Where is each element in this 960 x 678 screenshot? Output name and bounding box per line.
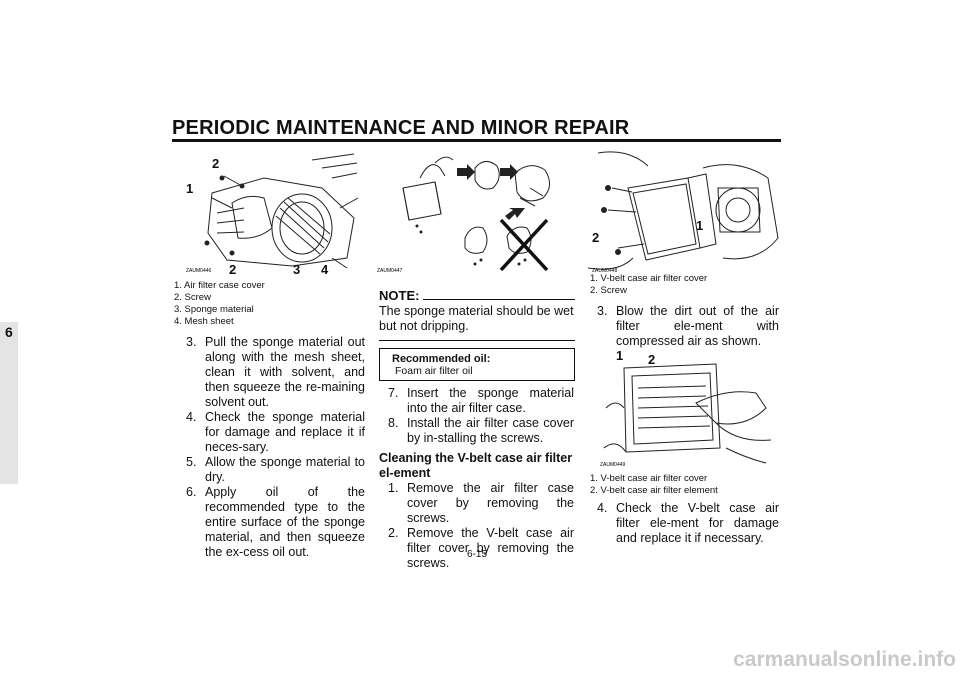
figure-air-filter-case: 2 1 2 3 4 ZAUM0446 — [172, 148, 362, 278]
legend-item: 2. Screw — [174, 292, 211, 303]
step: 3. Pull the sponge material out along wit… — [186, 335, 366, 410]
callout-3: 3 — [293, 262, 300, 277]
step-text: Check the sponge material for damage and… — [205, 410, 365, 454]
step-number: 5. — [186, 455, 197, 469]
steps-list: 3. Blow the dirt out of the air filter el… — [597, 304, 781, 349]
page-number: 6-15 — [467, 549, 488, 560]
legend-item: 4. Mesh sheet — [174, 316, 234, 327]
step: 6. Apply oil of the recommended type to t… — [186, 485, 366, 560]
step-number: 3. — [597, 304, 608, 318]
callout-4: 4 — [321, 262, 329, 277]
legend-item: 2. Screw — [590, 285, 627, 296]
step-number: 8. — [388, 416, 399, 430]
callout-1: 1 — [616, 348, 623, 363]
chapter-tab — [0, 322, 18, 484]
step-text: Install the air filter case cover by in-… — [407, 416, 574, 445]
oil-label: Recommended oil: — [392, 353, 491, 365]
note-block: NOTE: The sponge material should be wet … — [379, 288, 575, 341]
page-title: PERIODIC MAINTENANCE AND MINOR REPAIR — [172, 117, 630, 139]
note-rule — [423, 299, 575, 300]
step-number: 3. — [186, 335, 197, 349]
figure-code: ZAUM0448 — [592, 268, 618, 274]
callout-2-bottom: 2 — [229, 262, 236, 277]
steps-list: 1. Remove the air filter case cover by re… — [388, 481, 576, 571]
step-text: Apply oil of the recommended type to the… — [205, 485, 365, 559]
step-text: Pull the sponge material out along with … — [205, 335, 365, 409]
steps-list: 7. Insert the sponge material into the ai… — [388, 386, 576, 446]
callout-2: 2 — [648, 352, 655, 367]
step: 3. Blow the dirt out of the air filter el… — [597, 304, 781, 349]
note-bottom-rule — [379, 340, 575, 341]
recommended-oil-box: Recommended oil: Foam air filter oil — [379, 348, 575, 381]
note-text: The sponge material should be wet but no… — [379, 304, 574, 333]
step-text: Remove the V-belt case air filter cover … — [407, 526, 574, 570]
step-text: Remove the air filter case cover by remo… — [407, 481, 574, 525]
callout-2: 2 — [592, 230, 599, 245]
callout-1: 1 — [696, 218, 703, 233]
oil-value: Foam air filter oil — [395, 365, 473, 377]
chapter-number: 6 — [5, 324, 13, 340]
steps-list: 3. Pull the sponge material out along wit… — [186, 335, 366, 560]
step-text: Insert the sponge material into the air … — [407, 386, 574, 415]
step-number: 2. — [388, 526, 399, 540]
step: 4. Check the V-belt case air filter ele-m… — [597, 501, 781, 546]
vbelt-cover-illustration: 1 2 ZAUM0448 — [587, 151, 779, 274]
note-heading: NOTE: — [379, 288, 420, 303]
step: 8. Install the air filter case cover by i… — [388, 416, 576, 446]
step-number: 4. — [597, 501, 608, 515]
figure-code: ZAUM0447 — [377, 268, 403, 274]
callout-1: 1 — [186, 181, 193, 196]
step: 5. Allow the sponge material to dry. — [186, 455, 366, 485]
figure-vbelt-cover: 1 2 ZAUM0448 — [587, 148, 781, 276]
air-filter-case-illustration: 2 1 2 3 4 ZAUM0446 — [186, 153, 359, 277]
step-number: 7. — [388, 386, 399, 400]
step-number: 4. — [186, 410, 197, 424]
step-number: 6. — [186, 485, 197, 499]
legend-item: 1. V-belt case air filter cover — [590, 473, 708, 484]
figure-oil-sponge: ZAUM0447 — [375, 148, 575, 278]
step-number: 1. — [388, 481, 399, 495]
watermark: carmanualsonline.info — [733, 648, 956, 671]
legend-item: 1. Air filter case cover — [174, 280, 265, 291]
legend-item: 1. V-belt case air filter cover — [590, 273, 708, 284]
step: 4. Check the sponge material for damage a… — [186, 410, 366, 455]
figure-code: ZAUM0449 — [600, 462, 626, 468]
figure-vbelt-element: 1 2 ZAUM0449 — [596, 348, 776, 468]
step-text: Check the V-belt case air filter ele-men… — [616, 501, 779, 545]
figure-legend: 1. V-belt case air filter cover 2. V-bel… — [590, 473, 780, 497]
callout-2-top: 2 — [212, 156, 219, 171]
section-heading: Cleaning the V-belt case air filter el-e… — [379, 451, 573, 480]
figure-legend: 1. Air filter case cover 2. Screw 3. Spo… — [174, 280, 364, 328]
oil-sponge-illustration: ZAUM0447 — [377, 156, 550, 274]
title-rule — [172, 139, 781, 142]
legend-item: 2. V-belt case air filter element — [590, 485, 718, 496]
figure-legend: 1. V-belt case air filter cover 2. Screw — [590, 273, 780, 297]
vbelt-element-illustration: 1 2 ZAUM0449 — [600, 348, 772, 468]
step-text: Allow the sponge material to dry. — [205, 455, 365, 484]
step-text: Blow the dirt out of the air filter ele-… — [616, 304, 779, 348]
step: 2. Remove the V-belt case air filter cove… — [388, 526, 576, 571]
steps-list: 4. Check the V-belt case air filter ele-m… — [597, 501, 781, 546]
step: 1. Remove the air filter case cover by re… — [388, 481, 576, 526]
step: 7. Insert the sponge material into the ai… — [388, 386, 576, 416]
legend-item: 3. Sponge material — [174, 304, 254, 315]
figure-code: ZAUM0446 — [186, 268, 212, 274]
